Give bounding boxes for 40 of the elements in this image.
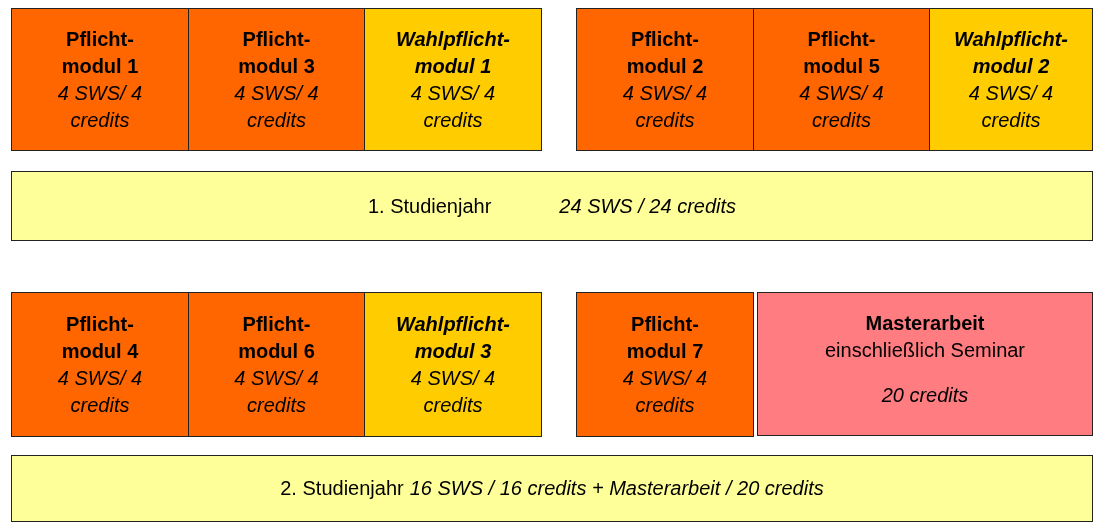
module-box: [11, 8, 189, 151]
module-title: Pflicht- modul 6: [237, 311, 316, 364]
year-bar: [11, 455, 1093, 522]
module-box: [576, 292, 754, 437]
module-details: 4 SWS/ 4 credits: [621, 365, 709, 418]
year-summary: 24 SWS / 24 credits: [559, 193, 737, 219]
year-label: 1. Studienjahr: [367, 193, 492, 219]
module-details: 4 SWS/ 4 credits: [233, 365, 320, 418]
year-label: 2. Studienjahr: [280, 476, 404, 501]
year-summary: 16 SWS / 16 credits + Masterarbeit / 20 credits: [409, 476, 824, 501]
module-box: [929, 8, 1093, 151]
module-title: Pflicht- modul 2: [625, 26, 705, 79]
module-details: 4 SWS/ 4 credits: [621, 80, 709, 133]
module-title: Pflicht- modul 4: [60, 311, 140, 364]
module-title: Wahlpflicht- modul 1: [394, 26, 512, 79]
thesis-box: [757, 292, 1093, 436]
module-box: [188, 292, 365, 437]
module-title: Wahlpflicht- modul 3: [394, 311, 512, 364]
module-box: [576, 8, 754, 151]
module-details: 4 SWS/ 4 credits: [56, 365, 144, 418]
thesis-title: Masterarbeit: [865, 310, 985, 336]
module-title: Pflicht- modul 5: [802, 26, 881, 79]
module-box: [11, 292, 189, 437]
module-details: 4 SWS/ 4 credits: [409, 365, 497, 418]
module-title: Pflicht- modul 7: [625, 311, 705, 364]
thesis-note: einschließlich Seminar: [824, 337, 1026, 363]
module-box: [753, 8, 930, 151]
module-title: Pflicht- modul 1: [60, 26, 140, 79]
module-box: [188, 8, 365, 151]
module-details: 4 SWS/ 4 credits: [798, 80, 885, 133]
module-title: Wahlpflicht- modul 2: [952, 26, 1070, 79]
year-bar: [11, 171, 1093, 241]
module-details: 4 SWS/ 4 credits: [56, 80, 144, 133]
module-box: [364, 292, 542, 437]
module-title: Pflicht- modul 3: [237, 26, 316, 79]
module-details: 4 SWS/ 4 credits: [967, 80, 1055, 133]
module-box: [364, 8, 542, 151]
module-details: 4 SWS/ 4 credits: [409, 80, 497, 133]
module-details: 4 SWS/ 4 credits: [233, 80, 320, 133]
credit-value: 20 credits: [881, 382, 969, 408]
